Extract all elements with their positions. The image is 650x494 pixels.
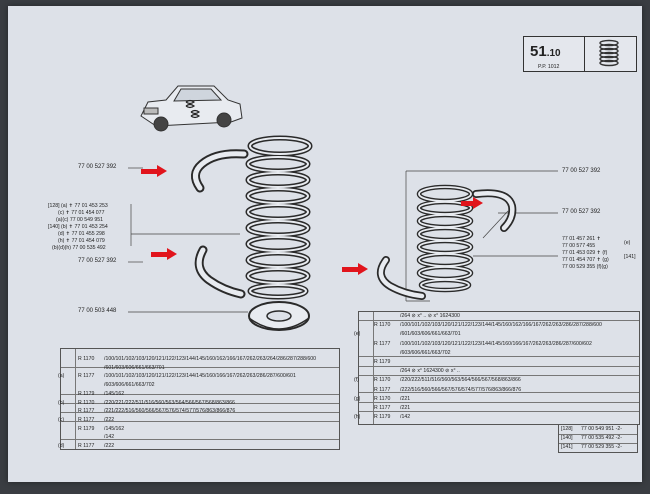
table-row-model: R 1179 (374, 359, 391, 365)
table-row: /222 (104, 443, 115, 449)
part-label-top-right: 77 00 527 392 (562, 168, 601, 174)
coil-spring-right (416, 184, 474, 293)
table-row-model: R 1177 (374, 405, 391, 411)
legend-key: [128] (561, 426, 573, 432)
legend-table (558, 424, 638, 453)
table-row: /142 (104, 434, 115, 441)
table-row: /220/222/511/516/560/563/564/566/567/568… (400, 377, 521, 384)
compatibility-table-right (358, 311, 640, 425)
catalog-page: 51.10 P.P. 1012 (8, 6, 642, 482)
part-label-top-left: 77 00 527 392 (78, 164, 117, 170)
rubber-insulator-top-right (472, 189, 517, 232)
table-row-model: R 1179 (78, 390, 95, 397)
compatibility-table-left (60, 348, 340, 450)
table-row: /145/162 (104, 390, 125, 397)
leader-lines (128, 167, 558, 313)
table-row-model: R 1177 (78, 408, 95, 415)
rubber-insulator-bottom-right (376, 256, 426, 300)
table-row: /221 (400, 405, 411, 411)
table-row: /100/101/102/103/120/121/122/123/144/145… (104, 373, 296, 380)
table-row: /222 (104, 416, 115, 423)
table-row-model: R 1177 (374, 340, 391, 347)
spring-icon (599, 39, 619, 67)
table-row: /601/603/606/661/663/701 (400, 331, 461, 338)
table-row-model: R 1170 (374, 322, 391, 329)
table-row-model: R 1179 (374, 414, 391, 421)
legend-ref: 77 00 529 355 -2- (581, 444, 622, 450)
table-row-model: R 1170 (78, 356, 95, 362)
table-row: /603/606/661/663/702 (400, 349, 451, 356)
part-label-bottom-left: 77 00 503 448 (78, 308, 117, 314)
table-row: /221/222/516/560/566/567/576/574/577/576… (104, 408, 236, 415)
table-row-group: (h) (354, 414, 361, 421)
legend-ref: 77 00 535 492 -2- (581, 435, 622, 441)
table-row: /142 (400, 414, 411, 421)
table-row: /601/603/606/661/663/701 (104, 364, 165, 371)
part-label-mid-left: 77 00 527 392 (78, 258, 117, 264)
table-row-model: R 1170 (374, 377, 391, 384)
table-row-group: (d) (58, 443, 65, 449)
table-row-model: R 1170 (78, 399, 95, 406)
table-row-model: R 1170 (374, 395, 391, 402)
section-number: 51.10 (530, 43, 561, 60)
table-row-model: R 1177 (78, 416, 95, 423)
table-row: /220/221/222/511/516/560/563/564/566/567… (104, 399, 235, 406)
table-row-group: (g) (354, 395, 361, 402)
car-illustration (140, 85, 243, 132)
table-row-group: (b) (58, 399, 65, 406)
rubber-insulator-mid-left (194, 245, 246, 299)
table-row-group: (c) (58, 416, 65, 423)
table-row-model: R 1177 (374, 386, 391, 393)
table-row-group: (a) (58, 373, 65, 380)
table-row: /100/101/102/103/120/121/122/123/144/145… (400, 340, 592, 347)
coil-spring-left (245, 135, 313, 300)
table-row-group: (f) (354, 377, 359, 384)
spring-seat-washer (248, 301, 310, 331)
table-row-model: R 1177 (78, 373, 95, 380)
table-row: /100/101/102/103/120/121/122/123/144/145… (400, 322, 602, 329)
table-row: /603/606/661/663/702 (104, 382, 155, 389)
table-row-model: R 1179 (78, 425, 95, 432)
table-row-group: (e) (354, 331, 361, 338)
table-row-model: R 1177 (78, 443, 95, 449)
section-header-box: 51.10 (523, 36, 637, 72)
table-row: /264 ⊘ x° 1624300 ⊘ x° .. (400, 368, 460, 375)
rubber-insulator-top-left (191, 149, 249, 193)
table-row: /264 ⊘ x° .. ⊘ x° 1624300 (400, 313, 460, 319)
legend-key: [140] (561, 435, 573, 441)
table-row: /222/516/560/566/567/576/574/577/576/863… (400, 386, 522, 393)
legend-ref: 77 00 549 951 -2- (581, 426, 622, 432)
page-ref: P.P. 1012 (538, 64, 560, 70)
legend-key: [141] (561, 444, 573, 450)
table-row: /100/101/102/103/120/121/122/123/144/145… (104, 356, 317, 362)
part-label-right: 77 00 527 392 (562, 209, 601, 215)
table-row: /221 (400, 395, 411, 402)
table-row: /145/162 (104, 425, 125, 432)
